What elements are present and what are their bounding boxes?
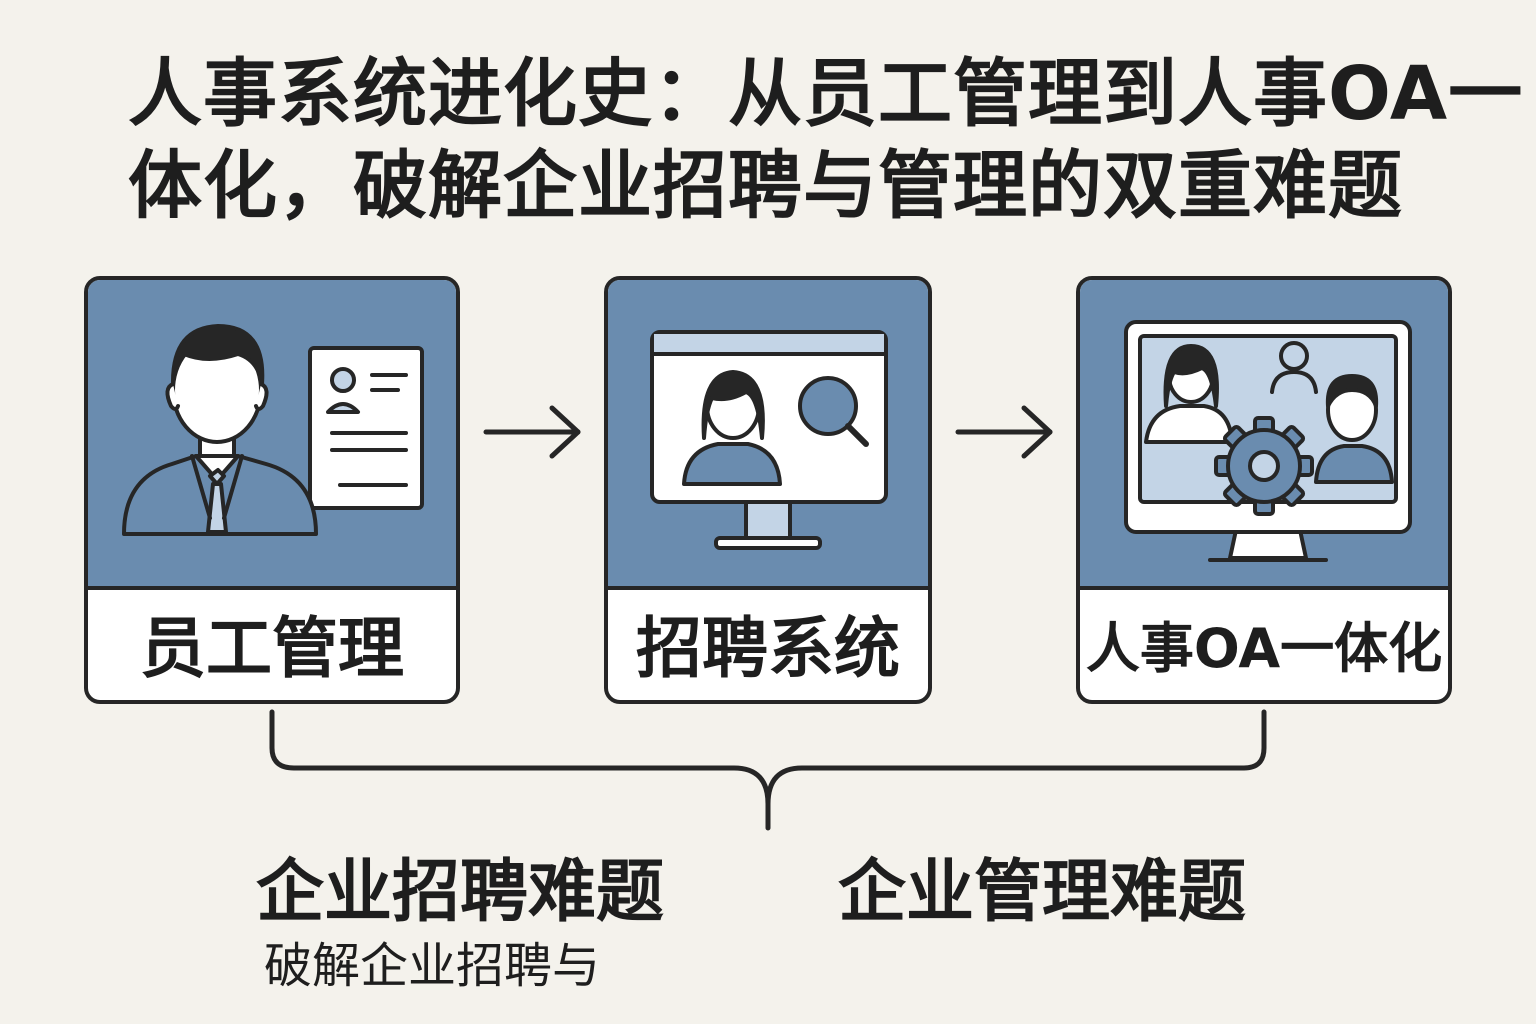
arrow-right-icon — [955, 405, 1053, 459]
stage-card-recruitment-system: 招聘系统 — [604, 276, 932, 704]
title-line-2: 体化，破解企业招聘与管理的双重难题 — [128, 143, 1403, 229]
stage-card-hr-oa-integration: 人事OA一体化 — [1076, 276, 1452, 704]
recruitment-monitor-icon — [650, 330, 888, 550]
employee-profile-icon — [122, 324, 424, 536]
arrow-right-icon — [483, 405, 581, 459]
stage-card-employee-management: 员工管理 — [84, 276, 460, 704]
stage-label: 人事OA一体化 — [1085, 616, 1443, 680]
stage-illustration — [88, 280, 456, 590]
oa-team-gear-icon — [1124, 320, 1412, 562]
stage-label: 招聘系统 — [636, 610, 900, 687]
page-title: 人事系统进化史：从员工管理到人事OA一 体化，破解企业招聘与管理的双重难题 — [128, 48, 1524, 232]
problem-management: 企业管理难题 — [838, 853, 1247, 932]
problem-recruitment: 企业招聘难题 — [256, 853, 665, 932]
stage-illustration — [608, 280, 928, 590]
title-line-1: 人事系统进化史：从员工管理到人事OA一 — [128, 51, 1524, 137]
stage-illustration — [1080, 280, 1448, 590]
curly-brace-connector — [269, 709, 1267, 831]
stage-label: 员工管理 — [140, 610, 404, 687]
problem-subnote: 破解企业招聘与 — [264, 938, 601, 994]
